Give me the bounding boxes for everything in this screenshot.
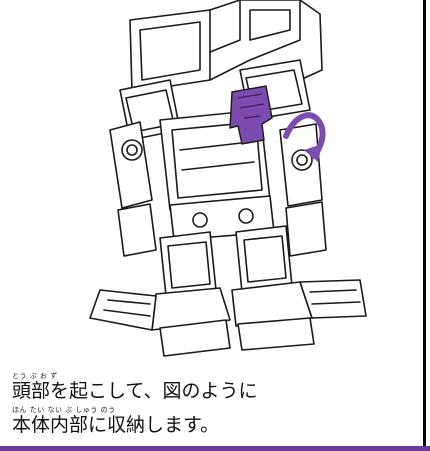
- caption-line-1-text: 頭部を起こして、図のように: [12, 380, 258, 402]
- caption-line-2-text: 本体内部に収納します。: [12, 414, 220, 436]
- page-frame-right: [423, 0, 426, 451]
- robot-assembly-icon: [89, 0, 367, 357]
- caption-line-1: とう ぶ お ず 頭部を起こして、図のように: [12, 372, 412, 406]
- caption-line-2-furigana: ほん たい ない ぶ しゅう のう: [12, 406, 116, 414]
- head-part-highlight: [229, 85, 273, 145]
- page-frame-bottom: [0, 446, 430, 451]
- caption-line-2: ほん たい ない ぶ しゅう のう 本体内部に収納します。: [12, 406, 412, 440]
- robot-assembly-illustration: [60, 0, 380, 360]
- caption-line-1-furigana: とう ぶ お ず: [12, 372, 58, 380]
- rotate-arrow-icon: [283, 112, 326, 162]
- instruction-caption: とう ぶ お ず 頭部を起こして、図のように ほん たい ない ぶ しゅう のう…: [12, 372, 412, 440]
